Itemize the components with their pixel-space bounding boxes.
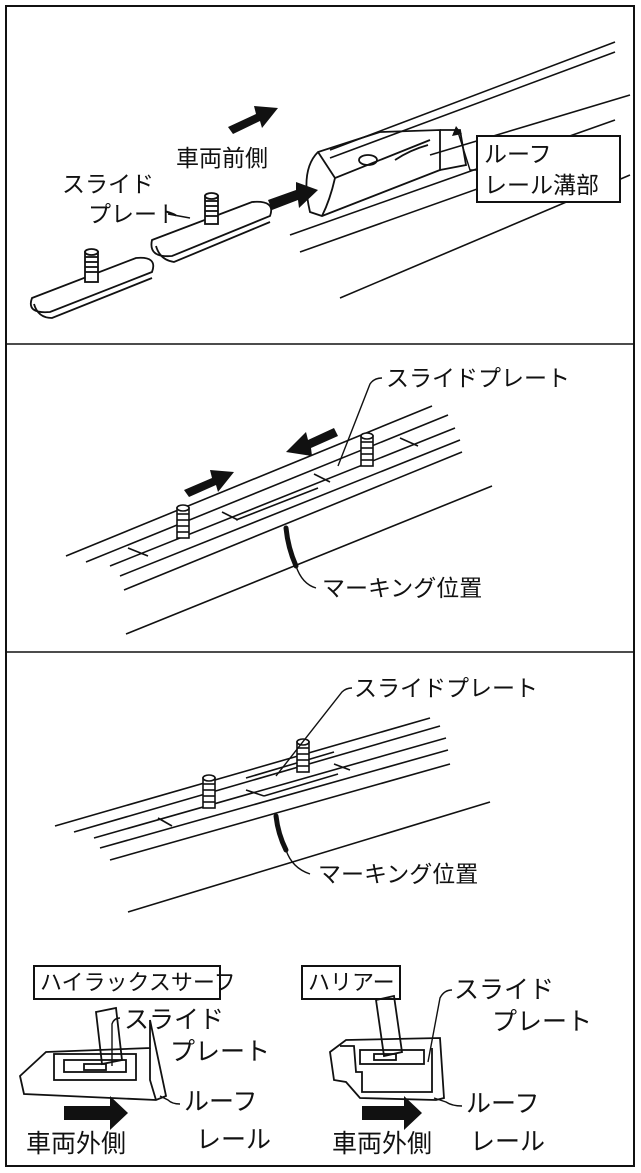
left-model-title: ハイラックスサーフ bbox=[40, 971, 236, 996]
marking-leader-3 bbox=[285, 849, 311, 875]
roof-groove-box bbox=[476, 135, 621, 203]
right-model-box bbox=[301, 965, 401, 1000]
vehicle-front-label: 車両前側 bbox=[176, 146, 268, 172]
bolt-left-3 bbox=[202, 774, 216, 809]
right-roof-line2: レール bbox=[470, 1127, 545, 1156]
slide-plate-rear bbox=[29, 248, 155, 319]
slide-plate-label-2: スライドプレート bbox=[386, 366, 570, 392]
slide-plate-leader-2 bbox=[337, 377, 383, 467]
right-roof-leader bbox=[433, 1097, 463, 1107]
slide-plate-front bbox=[150, 192, 273, 263]
left-slide-leader bbox=[111, 1017, 121, 1066]
panel-1-slide-plate-insertion: 車両前側 スライド プレート ルーフ レール溝部 bbox=[29, 41, 631, 319]
slide-plate-label-3: スライドプレート bbox=[354, 676, 538, 702]
right-roof-line1: ルーフ bbox=[466, 1089, 540, 1118]
front-direction-arrow bbox=[228, 106, 278, 134]
roof-groove-leader bbox=[457, 131, 477, 171]
diagram-frame bbox=[5, 5, 635, 1167]
right-slide-line2: プレート bbox=[492, 1007, 592, 1036]
right-slide-line1: スライド bbox=[454, 975, 554, 1004]
right-slide-leader bbox=[427, 989, 453, 1063]
left-roof-line2: レール bbox=[196, 1125, 271, 1154]
right-model-title: ハリアー bbox=[308, 971, 395, 996]
slide-plate-label-line2: プレート bbox=[88, 202, 180, 228]
left-slide-line1: スライド bbox=[124, 1005, 224, 1034]
roof-groove-label-line2: レール溝部 bbox=[484, 173, 599, 199]
panel-3-slide-plate-placed: マーキング位置 スライドプレート bbox=[54, 676, 538, 913]
left-rail-cross-section bbox=[19, 1006, 168, 1101]
marking-label-3: マーキング位置 bbox=[318, 862, 478, 888]
slide-plate-leader bbox=[167, 213, 191, 219]
bolt-right-3 bbox=[296, 738, 310, 773]
right-outer-arrow bbox=[362, 1096, 422, 1130]
left-outer-arrow bbox=[64, 1096, 128, 1130]
insert-arrow bbox=[268, 182, 318, 210]
rail-lines-2 bbox=[65, 405, 493, 635]
roof-groove-label-line1: ルーフ bbox=[484, 142, 552, 168]
right-rail-cross-section bbox=[329, 994, 445, 1101]
slide-plate-leader-3 bbox=[275, 687, 353, 777]
bolt-left-2 bbox=[176, 504, 190, 539]
left-slide-line2: プレート bbox=[170, 1037, 270, 1066]
roof-groove-leader-tip bbox=[452, 126, 462, 136]
panel-2-slide-plate-positioning: マーキング位置 スライドプレート bbox=[65, 366, 570, 635]
rail-end-cap bbox=[305, 129, 468, 217]
marking-leader-2 bbox=[295, 565, 317, 589]
slide-plate-label-line1: スライド bbox=[62, 172, 154, 198]
left-roof-leader bbox=[159, 1095, 181, 1105]
panel-4-cross-sections: ハイラックスサーフ ハリアー スライド プレート ルーフ レール 車両外側 bbox=[19, 965, 592, 1158]
marking-mark-2 bbox=[283, 525, 299, 569]
left-model-box bbox=[33, 965, 221, 1000]
arrow-forward-2 bbox=[184, 470, 234, 497]
marking-mark-3 bbox=[273, 813, 289, 853]
left-roof-line1: ルーフ bbox=[184, 1087, 258, 1116]
rail-lines-3 bbox=[54, 717, 491, 913]
left-outer-label: 車両外側 bbox=[26, 1129, 126, 1158]
bolt-right-2 bbox=[360, 432, 374, 467]
marking-label-2: マーキング位置 bbox=[322, 576, 482, 602]
right-outer-label: 車両外側 bbox=[332, 1129, 432, 1158]
arrow-back-2 bbox=[286, 428, 338, 456]
